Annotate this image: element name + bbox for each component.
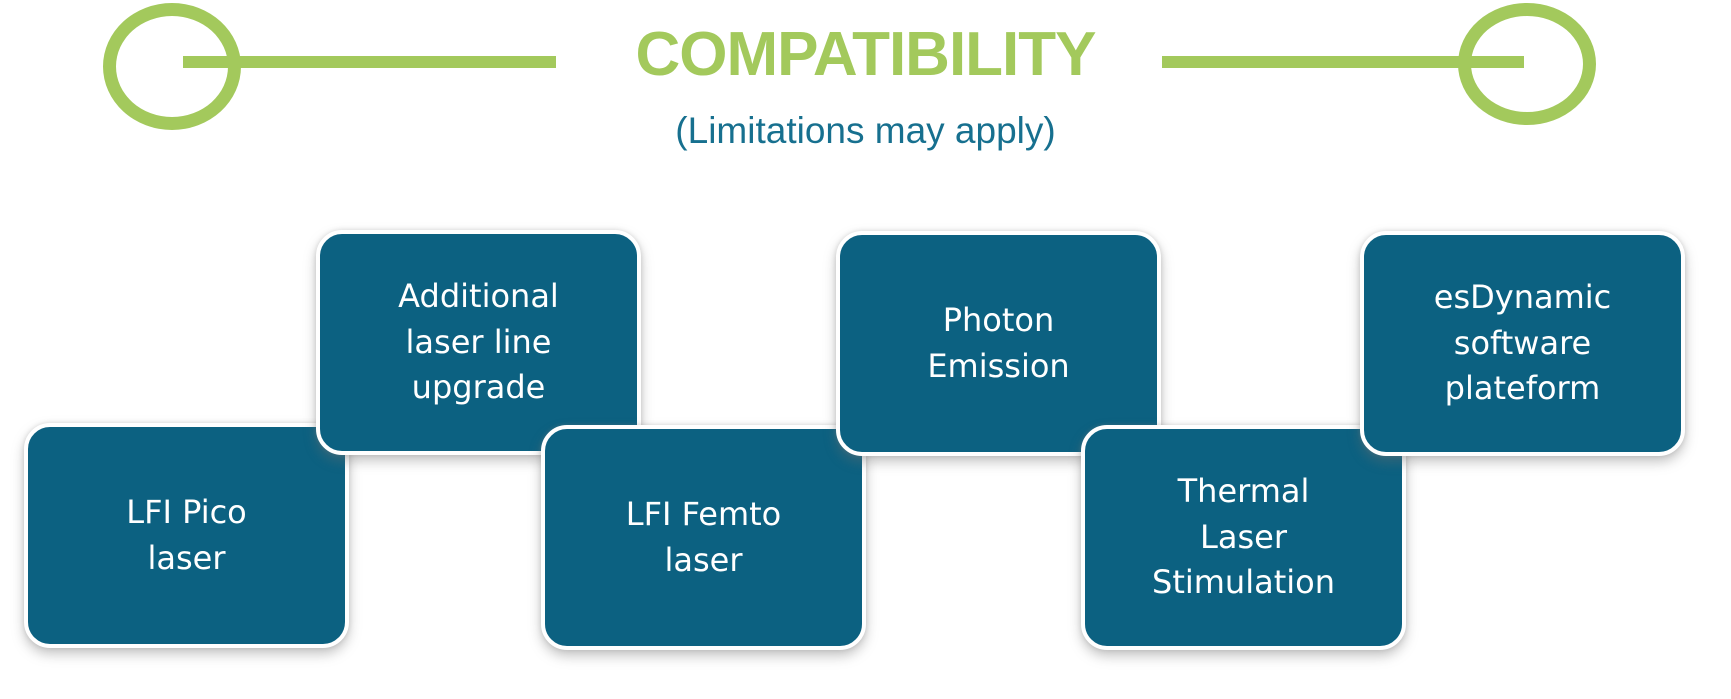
box-photon-emission: Photon Emission xyxy=(836,231,1161,456)
box-lfi-femto-laser: LFI Femto laser xyxy=(541,425,866,650)
box-thermal-laser-stimulation: Thermal Laser Stimulation xyxy=(1081,425,1406,650)
page-title: COMPATIBILITY xyxy=(635,20,1097,89)
box-esdynamic-software-plateform: esDynamic software plateform xyxy=(1360,231,1685,456)
box-lfi-pico-laser: LFI Pico laser xyxy=(24,423,349,648)
header-left-line xyxy=(183,56,556,68)
page-subtitle: (Limitations may apply) xyxy=(675,110,1056,151)
box-additional-laser-line-upgrade: Additional laser line upgrade xyxy=(316,230,641,455)
header-right-line xyxy=(1162,56,1524,68)
header-right-circle-icon xyxy=(1458,3,1596,125)
